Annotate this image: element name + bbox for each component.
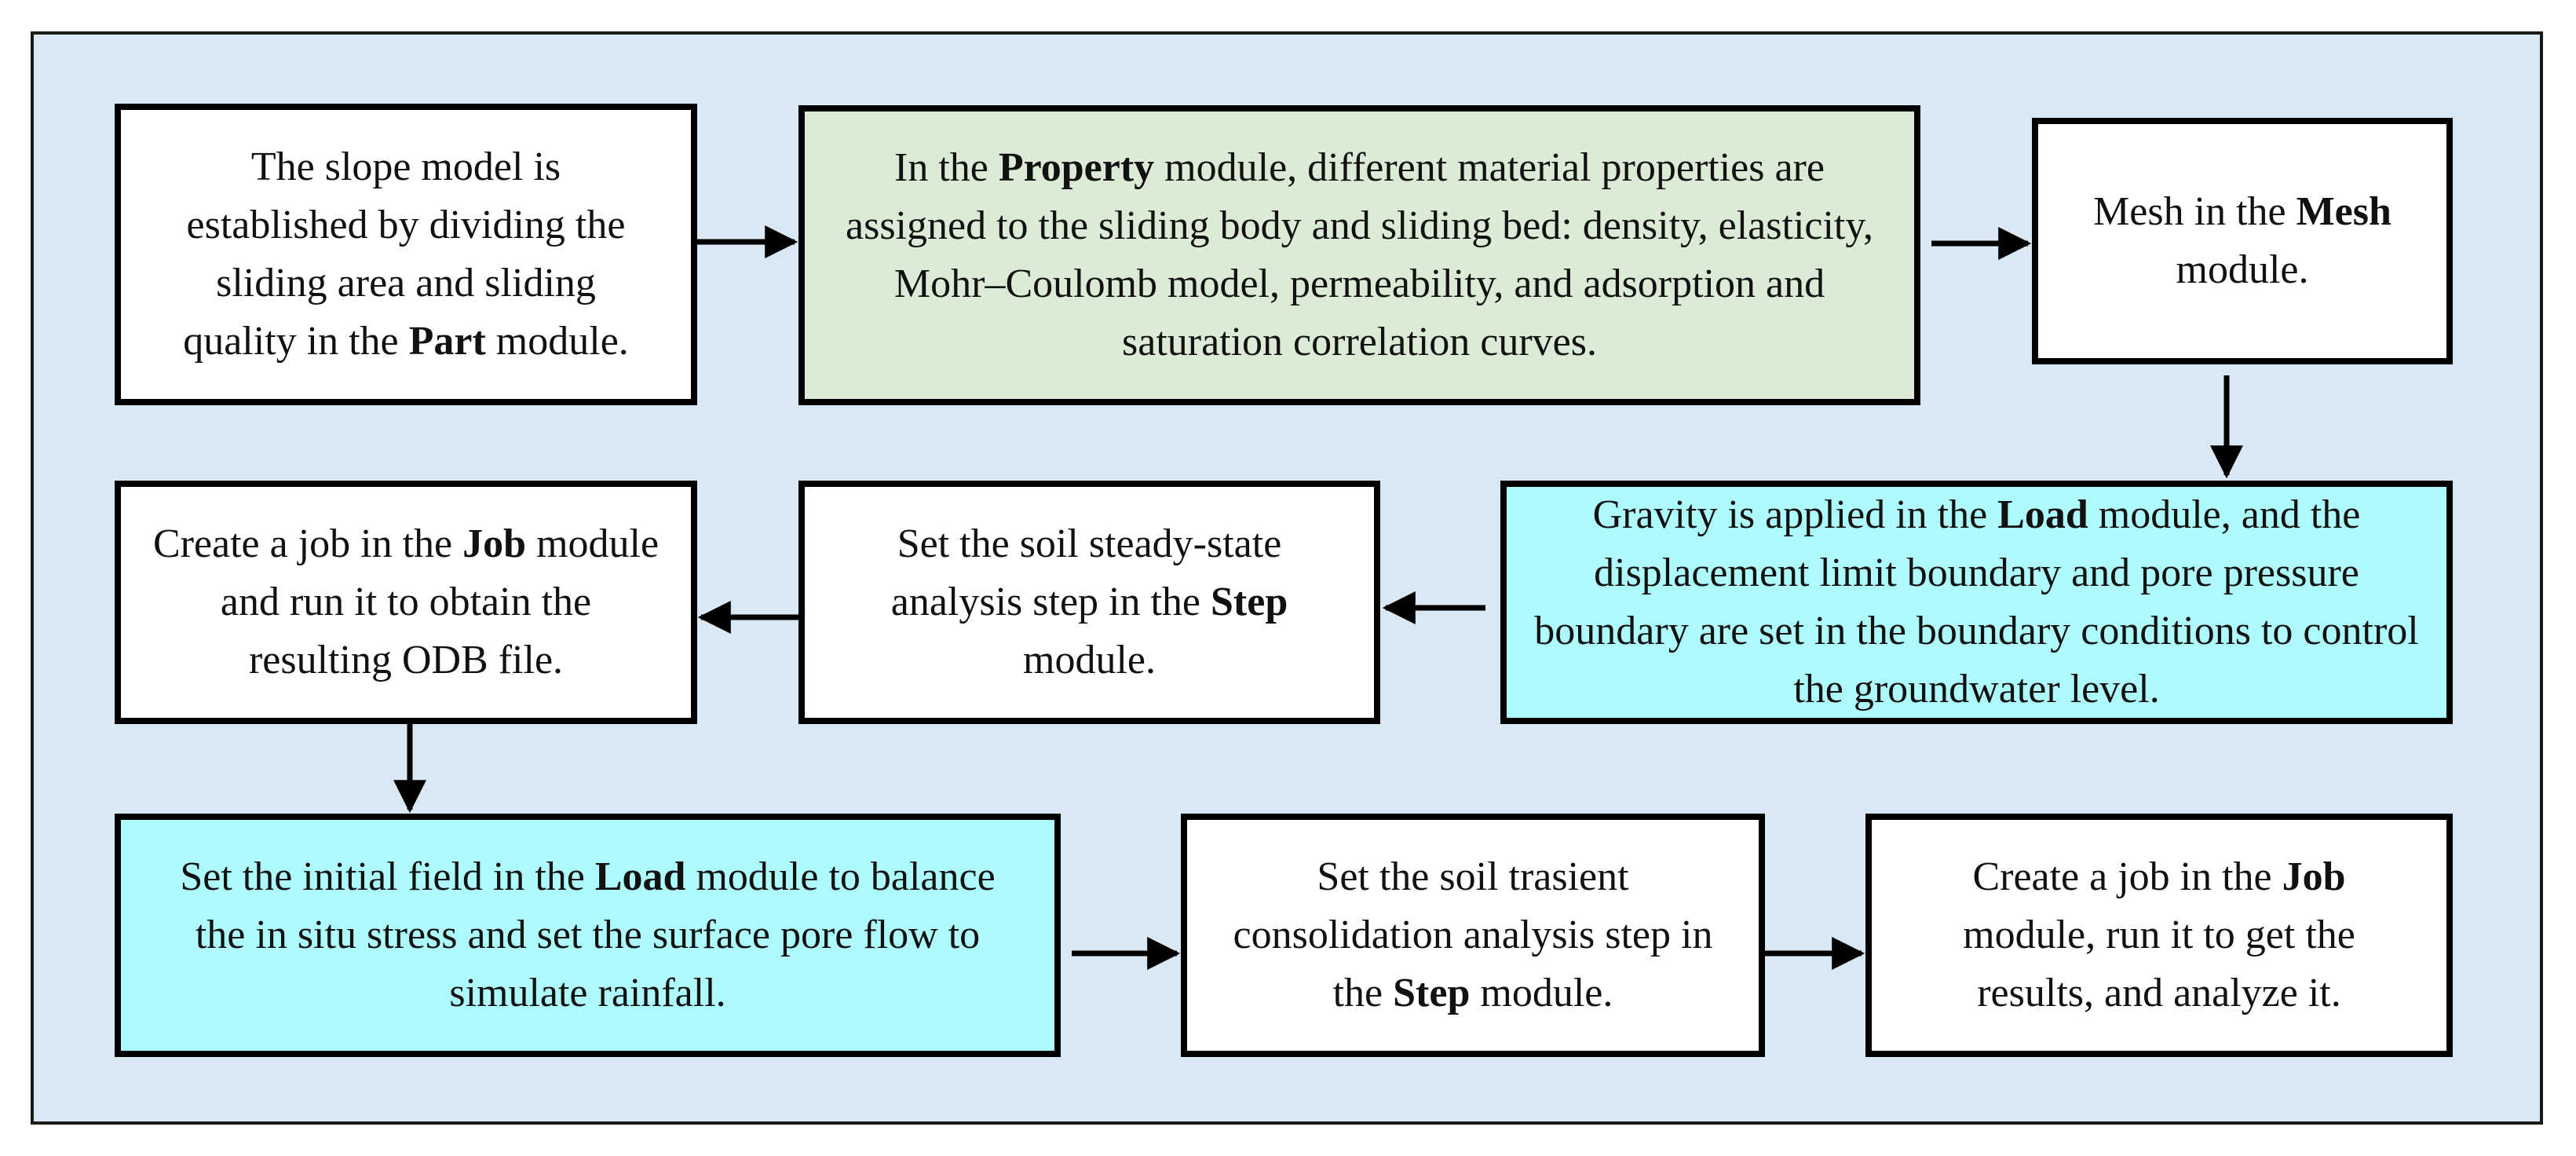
step-steady-state: Set the soil steady-state analysis step …	[798, 481, 1380, 724]
step-job-odb-text: Create a job in the	[152, 521, 463, 566]
step-mesh-text: Mesh in the	[2093, 189, 2296, 234]
step-transient-text: Set the soil trasient consolidation anal…	[1233, 854, 1713, 1015]
step-load-initial-text-end: module to balance the in situ stress and…	[195, 854, 996, 1015]
step-load-initial-keyword: Load	[594, 854, 686, 899]
step-property-text-end: module, different material properties ar…	[846, 145, 1873, 364]
step-load-gravity-keyword: Load	[1997, 492, 2088, 537]
step-property-keyword: Property	[998, 145, 1155, 190]
step-mesh-text-end: module.	[2176, 247, 2309, 292]
step-job-results-text-end: module, run it to get the results, and a…	[1963, 913, 2355, 1015]
step-load-initial-text: Set the initial field in the	[180, 854, 595, 899]
step-job-odb-keyword: Job	[462, 521, 527, 566]
step-part-text-end: module.	[485, 319, 629, 364]
step-steady-text: Set the soil steady-state analysis step …	[890, 521, 1282, 624]
step-transient: Set the soil trasient consolidation anal…	[1181, 814, 1765, 1057]
step-mesh-keyword: Mesh	[2296, 189, 2391, 234]
step-load-gravity: Gravity is applied in the Load module, a…	[1500, 481, 2453, 724]
step-job-results-text: Create a job in the	[1972, 854, 2282, 899]
step-job-odb: Create a job in the Job module and run i…	[115, 481, 697, 724]
step-property-text: In the	[894, 145, 999, 190]
step-steady-text-end: module.	[1023, 638, 1156, 682]
step-transient-text-end: module.	[1470, 971, 1613, 1015]
step-load-gravity-text: Gravity is applied in the	[1592, 492, 1998, 537]
step-transient-keyword: Step	[1393, 971, 1471, 1015]
step-part-keyword: Part	[408, 319, 486, 364]
step-property-module: In the Property module, different materi…	[798, 105, 1920, 405]
step-mesh-module: Mesh in the Mesh module.	[2032, 118, 2453, 364]
step-load-gravity-text-end: module, and the displacement limit bound…	[1534, 492, 2419, 712]
step-part-module: The slope model is established by dividi…	[115, 104, 697, 405]
step-job-odb-text-end: module and run it to obtain the resultin…	[220, 521, 660, 682]
step-steady-keyword: Step	[1211, 580, 1288, 624]
step-job-results: Create a job in the Job module, run it t…	[1865, 814, 2453, 1057]
step-job-results-keyword: Job	[2282, 854, 2346, 899]
step-load-initial: Set the initial field in the Load module…	[115, 814, 1061, 1057]
step-part-text: The slope model is established by dividi…	[183, 144, 626, 364]
